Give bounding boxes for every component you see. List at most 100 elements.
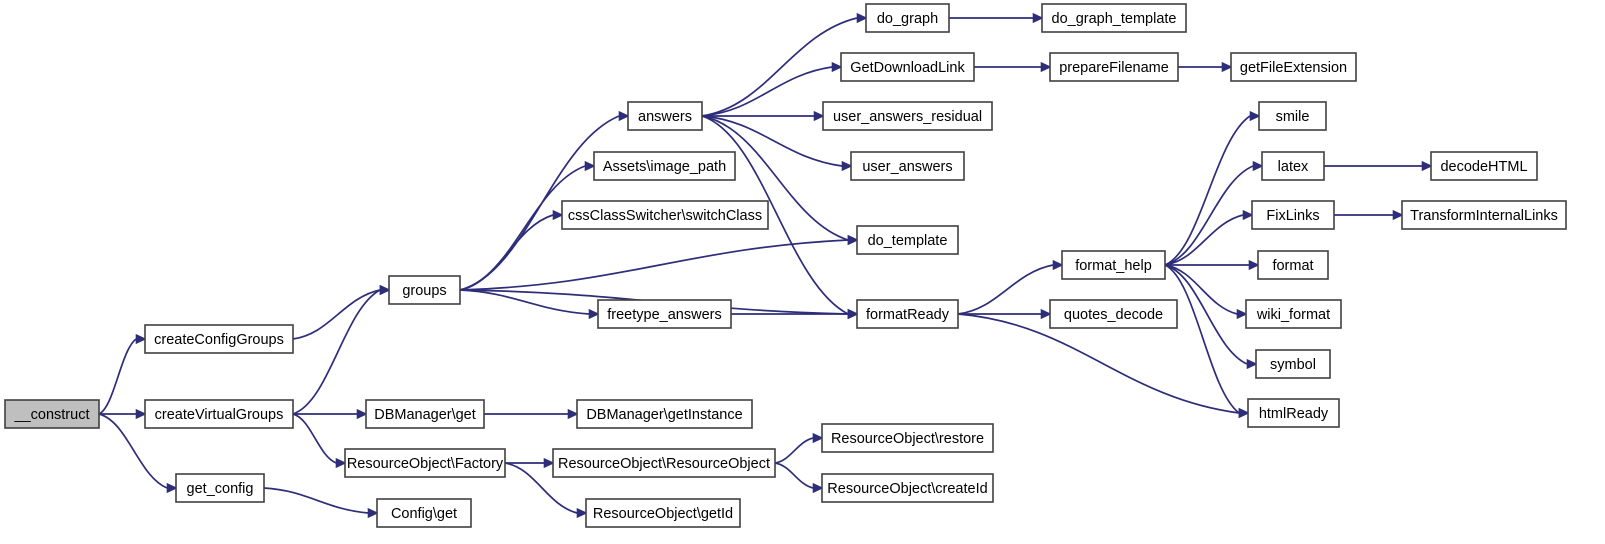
node-config_get[interactable]: Config\get — [376, 498, 472, 528]
node-do_graph[interactable]: do_graph — [865, 3, 950, 33]
node-fixlinks[interactable]: FixLinks — [1251, 200, 1335, 230]
node-freetype_answers[interactable]: freetype_answers — [597, 299, 732, 329]
node-box[interactable] — [1049, 52, 1179, 82]
node-label: format — [1272, 258, 1313, 274]
node-box[interactable] — [627, 101, 703, 131]
node-answers[interactable]: answers — [627, 101, 703, 131]
node-box[interactable] — [576, 399, 753, 429]
edge-construct-to-get_config — [98, 413, 178, 494]
edge-do_graph-to-do_graph_template — [949, 12, 1044, 24]
node-ro_createid[interactable]: ResourceObject\createId — [821, 473, 994, 503]
node-box[interactable] — [856, 225, 959, 255]
node-label: cssClassSwitcher\switchClass — [568, 208, 762, 224]
node-box[interactable] — [821, 423, 994, 453]
node-box[interactable] — [822, 101, 993, 131]
edge-groups-to-do_template — [459, 234, 859, 291]
node-box[interactable] — [144, 324, 294, 354]
node-get_config[interactable]: get_config — [175, 473, 265, 503]
edge-preparefilename-to-getfileextension — [1178, 61, 1233, 73]
edge-formatready-to-htmlready — [957, 313, 1250, 419]
node-box[interactable] — [1401, 200, 1567, 230]
node-label: freetype_answers — [607, 307, 721, 323]
node-box[interactable] — [840, 52, 975, 82]
node-label: latex — [1278, 159, 1309, 175]
node-label: DBManager\get — [374, 407, 476, 423]
node-label: FixLinks — [1266, 208, 1319, 224]
node-box[interactable] — [1061, 250, 1166, 280]
node-getfileextension[interactable]: getFileExtension — [1230, 52, 1357, 82]
node-label: ResourceObject\ResourceObject — [558, 456, 770, 472]
node-transforminternallinks[interactable]: TransformInternalLinks — [1401, 200, 1567, 230]
node-htmlready[interactable]: htmlReady — [1247, 398, 1340, 428]
node-latex[interactable]: latex — [1261, 151, 1325, 181]
node-box[interactable] — [1247, 398, 1340, 428]
node-box[interactable] — [597, 299, 732, 329]
node-box[interactable] — [144, 399, 294, 429]
node-label: ResourceObject\getId — [593, 506, 733, 522]
node-box[interactable] — [821, 473, 994, 503]
node-getdownloadlink[interactable]: GetDownloadLink — [840, 52, 975, 82]
node-user_answers[interactable]: user_answers — [850, 151, 965, 181]
node-label: ResourceObject\restore — [831, 431, 984, 447]
node-label: wiki_format — [1256, 307, 1330, 323]
node-label: ResourceObject\createId — [827, 481, 987, 497]
node-user_answers_residual[interactable]: user_answers_residual — [822, 101, 993, 131]
node-box[interactable] — [4, 399, 100, 429]
node-box[interactable] — [561, 200, 769, 230]
node-dbmanager_get[interactable]: DBManager\get — [365, 399, 485, 429]
node-box[interactable] — [1257, 250, 1329, 280]
node-box[interactable] — [1251, 200, 1335, 230]
node-label: do_template — [868, 233, 948, 249]
node-ro_restore[interactable]: ResourceObject\restore — [821, 423, 994, 453]
node-cssclassswitcher[interactable]: cssClassSwitcher\switchClass — [561, 200, 769, 230]
node-box[interactable] — [850, 151, 965, 181]
node-ro_factory[interactable]: ResourceObject\Factory — [344, 448, 506, 478]
edge-format_help-to-wiki_format — [1164, 264, 1248, 320]
node-box[interactable] — [585, 498, 741, 528]
edge-latex-to-decodehtml — [1324, 160, 1433, 172]
edge-createVirtualGroups-to-dbmanager_get — [292, 408, 368, 420]
node-box[interactable] — [1261, 151, 1325, 181]
node-preparefilename[interactable]: prepareFilename — [1049, 52, 1179, 82]
edge-ro_factory-to-ro_resourceobject — [505, 457, 555, 469]
node-box[interactable] — [593, 151, 736, 181]
node-do_graph_template[interactable]: do_graph_template — [1041, 3, 1187, 33]
node-box[interactable] — [388, 275, 461, 305]
node-assets_image_path[interactable]: Assets\image_path — [593, 151, 736, 181]
edge-ro_resourceobject-to-ro_restore — [774, 432, 824, 464]
node-createConfigGroups[interactable]: createConfigGroups — [144, 324, 294, 354]
node-box[interactable] — [344, 448, 506, 478]
edge-createVirtualGroups-to-groups — [292, 284, 391, 415]
node-groups[interactable]: groups — [388, 275, 461, 305]
node-label: createConfigGroups — [154, 332, 284, 348]
node-smile[interactable]: smile — [1258, 101, 1327, 131]
edge-construct-to-createConfigGroups — [98, 333, 147, 415]
node-box[interactable] — [1041, 3, 1187, 33]
node-symbol[interactable]: symbol — [1255, 349, 1331, 379]
node-format_help[interactable]: format_help — [1061, 250, 1166, 280]
node-createVirtualGroups[interactable]: createVirtualGroups — [144, 399, 294, 429]
node-box[interactable] — [552, 448, 776, 478]
node-box[interactable] — [365, 399, 485, 429]
node-box[interactable] — [1230, 52, 1357, 82]
node-box[interactable] — [865, 3, 950, 33]
node-dbmanager_getinstance[interactable]: DBManager\getInstance — [576, 399, 753, 429]
node-box[interactable] — [1245, 299, 1342, 329]
node-formatready[interactable]: formatReady — [856, 299, 959, 329]
node-do_template[interactable]: do_template — [856, 225, 959, 255]
node-ro_getid[interactable]: ResourceObject\getId — [585, 498, 741, 528]
node-box[interactable] — [1258, 101, 1327, 131]
node-ro_resourceobject[interactable]: ResourceObject\ResourceObject — [552, 448, 776, 478]
node-box[interactable] — [1049, 299, 1178, 329]
node-box[interactable] — [856, 299, 959, 329]
node-box[interactable] — [376, 498, 472, 528]
node-box[interactable] — [175, 473, 265, 503]
node-format[interactable]: format — [1257, 250, 1329, 280]
node-box[interactable] — [1430, 151, 1538, 181]
node-quotes_decode[interactable]: quotes_decode — [1049, 299, 1178, 329]
node-wiki_format[interactable]: wiki_format — [1245, 299, 1342, 329]
node-construct[interactable]: __construct — [4, 399, 100, 429]
node-box[interactable] — [1255, 349, 1331, 379]
node-decodehtml[interactable]: decodeHTML — [1430, 151, 1538, 181]
node-label: Config\get — [391, 506, 457, 522]
